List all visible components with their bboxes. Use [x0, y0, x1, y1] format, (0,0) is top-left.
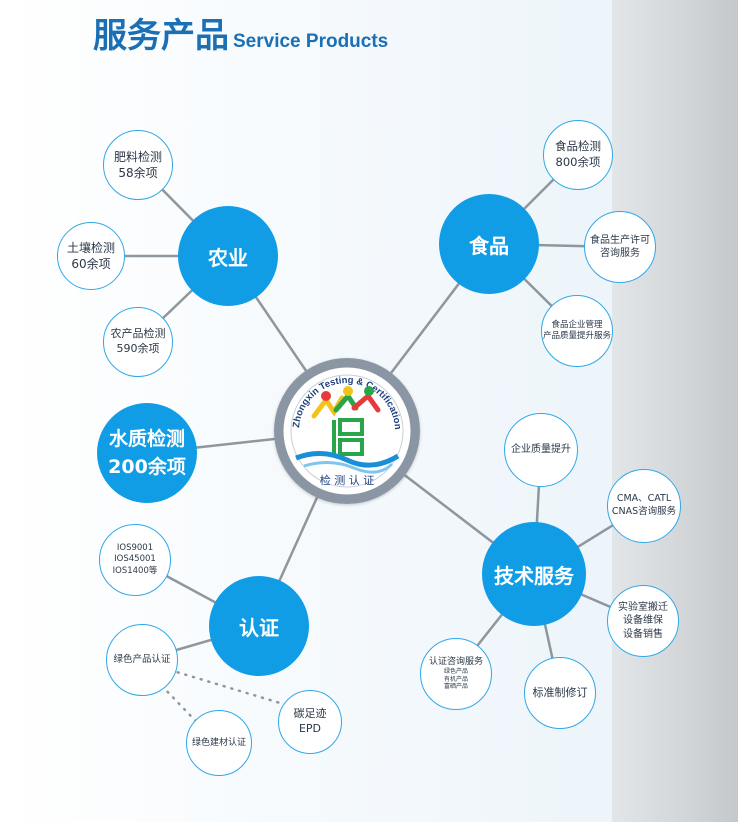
logo-figure-red — [351, 392, 381, 413]
logo-head-green — [364, 386, 374, 396]
leaf-food-license: 食品生产许可 咨询服务 — [584, 211, 656, 283]
leaf-standards: 标准制修订 — [524, 657, 596, 729]
leaf-agri-products-line2: 590余项 — [116, 342, 160, 355]
leaf-cma: CMA、CATL CNAS咨询服务 — [607, 469, 681, 543]
leaf-green-building: 绿色建材认证 — [186, 710, 252, 776]
leaf-fertilizer-line2: 58余项 — [118, 166, 158, 180]
leaf-fertilizer-line1: 肥料检测 — [113, 149, 162, 164]
leaf-iso: IOS9001 IOS45001 IOS1400等 — [99, 524, 171, 596]
leaf-cert-consult-line4: 富硒产品 — [443, 683, 468, 691]
hub-water-line1: 水质检测 — [108, 427, 185, 450]
logo-wave — [295, 451, 400, 468]
leaf-food-quality: 食品企业管理 产品质量提升服务 — [541, 295, 613, 367]
leaf-iso-line1: IOS9001 — [116, 542, 154, 553]
hub-water: 水质检测 200余项 — [97, 403, 197, 503]
title-en: Service Products — [233, 31, 389, 52]
leaf-food-test: 食品检测 800余项 — [543, 120, 613, 190]
leaf-lab: 实验室搬迁 设备维保 设备销售 — [607, 585, 679, 657]
leaf-green-building-line1: 绿色建材认证 — [191, 737, 246, 748]
leaf-carbon: 碳足迹 EPD — [278, 690, 342, 754]
leaf-soil-line2: 60余项 — [71, 257, 111, 271]
leaf-cert-consult-line1: 认证咨询服务 — [428, 657, 483, 668]
leaf-cma-line2: CNAS咨询服务 — [611, 506, 677, 517]
leaf-soil: 土壤检测 60余项 — [57, 222, 125, 290]
leaf-food-quality-line2: 产品质量提升服务 — [542, 331, 611, 341]
leaf-lab-line3: 设备销售 — [623, 628, 663, 640]
leaf-standards-line1: 标准制修订 — [532, 685, 588, 699]
hub-tech: 技术服务 — [482, 522, 586, 626]
leaf-food-license-line2: 咨询服务 — [600, 248, 640, 259]
leaf-agri-products-line1: 农产品检测 — [110, 327, 166, 341]
leaf-soil-line1: 土壤检测 — [66, 240, 115, 255]
leaf-fertilizer: 肥料检测 58余项 — [103, 130, 173, 200]
logo-green-mark — [332, 418, 364, 456]
leaf-lab-line2: 设备维保 — [623, 615, 663, 627]
leaf-cert-consult: 认证咨询服务 绿色产品 有机产品 富硒产品 — [420, 638, 492, 710]
leaf-iso-line3: IOS1400等 — [112, 565, 158, 576]
title-cn: 服务产品 — [93, 16, 229, 56]
logo-cn-text: 检 测 认 证 — [320, 473, 375, 487]
leaf-food-test-line1: 食品检测 — [555, 139, 601, 154]
leaf-food-quality-line1: 食品企业管理 — [551, 319, 603, 330]
leaf-carbon-line2: EPD — [298, 722, 322, 735]
leaf-iso-line2: IOS45001 — [114, 554, 156, 565]
leaf-agri-products: 农产品检测 590余项 — [103, 307, 173, 377]
hub-food: 食品 — [439, 194, 539, 294]
logo-head-yellow — [343, 386, 353, 396]
leaf-green-product: 绿色产品认证 — [106, 624, 178, 696]
hub-agriculture: 农业 — [178, 206, 278, 306]
hub-certification: 认证 — [209, 576, 309, 676]
hub-tech-label: 技术服务 — [494, 563, 574, 588]
leaf-enterprise-quality-line1: 企业质量提升 — [511, 444, 571, 456]
hub-agriculture-label: 农业 — [208, 245, 248, 270]
leaf-lab-line1: 实验室搬迁 — [618, 601, 668, 613]
leaf-enterprise-quality: 企业质量提升 — [504, 413, 578, 487]
leaf-cert-consult-line3: 有机产品 — [443, 675, 468, 683]
company-logo: Zhongxin Testing & Certification Chongqi… — [271, 350, 420, 504]
leaf-food-test-line2: 800余项 — [555, 155, 601, 169]
side-strip — [612, 0, 738, 822]
leaf-cma-line1: CMA、CATL — [616, 493, 672, 505]
hub-certification-label: 认证 — [239, 615, 279, 640]
leaf-green-product-line1: 绿色产品认证 — [113, 653, 171, 665]
hub-water-line2: 200余项 — [108, 456, 186, 478]
leaf-carbon-line1: 碳足迹 — [293, 707, 327, 721]
logo-emblem: Zhongxin Testing & Certification Chongqi… — [271, 350, 416, 500]
leaf-cert-consult-line2: 绿色产品 — [443, 668, 468, 676]
leaf-food-license-line1: 食品生产许可 — [590, 234, 650, 246]
hub-food-label: 食品 — [469, 233, 509, 258]
logo-head-red — [321, 391, 331, 401]
